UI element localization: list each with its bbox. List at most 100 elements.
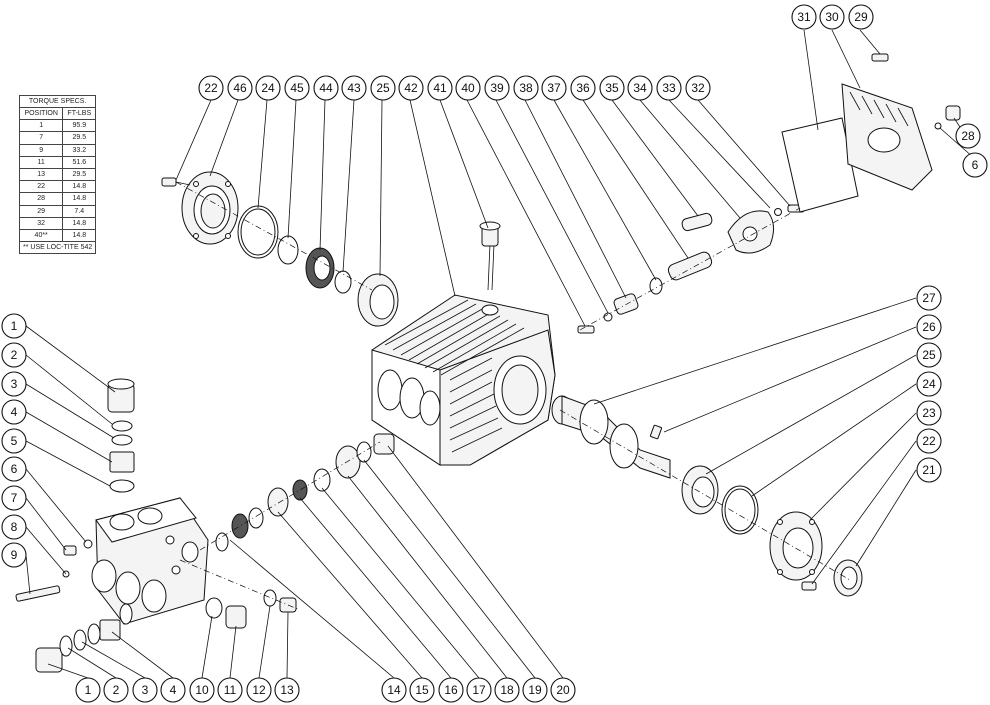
svg-text:23: 23 [922,406,936,420]
svg-text:26: 26 [922,320,936,334]
torque-table-row: 40**14.8 [18,228,97,243]
svg-text:21: 21 [922,463,936,477]
callout: 13 [274,677,300,703]
callout: 34 [627,75,653,101]
callout: 31 [791,4,817,30]
svg-text:1: 1 [85,683,92,697]
callout: 2 [103,677,129,703]
callout: 33 [656,75,682,101]
callout: 43 [341,75,367,101]
svg-text:15: 15 [415,683,429,697]
callout: 21 [916,457,942,483]
connecting-rod-assembly [577,204,805,334]
callout: 14 [381,677,407,703]
valve-stack-bottom [35,603,133,673]
callout: 5 [1,428,27,454]
callout: 19 [522,677,548,703]
svg-text:22: 22 [204,81,218,95]
svg-text:24: 24 [922,377,936,391]
plunger-seal-stack [215,433,395,552]
svg-text:40: 40 [461,81,475,95]
svg-text:6: 6 [972,158,979,172]
callout: 25 [916,342,942,368]
svg-text:28: 28 [961,129,975,143]
svg-text:29: 29 [854,10,868,24]
callout: 11 [217,677,243,703]
svg-text:22: 22 [922,434,936,448]
svg-text:33: 33 [662,81,676,95]
svg-text:5: 5 [11,434,18,448]
svg-text:43: 43 [347,81,361,95]
svg-text:41: 41 [433,81,447,95]
callout: 28 [955,123,981,149]
svg-text:24: 24 [261,81,275,95]
svg-text:35: 35 [605,81,619,95]
callout: 36 [570,75,596,101]
right-bearing-group [681,465,863,597]
svg-text:2: 2 [11,348,18,362]
callout: 24 [255,75,281,101]
torque-value-cell: 14.8 [62,216,97,230]
callout: 41 [427,75,453,101]
callout: 1 [75,677,101,703]
callout: 29 [848,4,874,30]
svg-text:3: 3 [142,683,149,697]
svg-text:25: 25 [376,81,390,95]
callout: 35 [599,75,625,101]
torque-table-note: ** USE LOC-TITE 542 [18,241,97,255]
svg-text:4: 4 [11,405,18,419]
callout: 8 [1,514,27,540]
svg-text:30: 30 [825,10,839,24]
callout: 20 [550,677,576,703]
callout: 44 [313,75,339,101]
callout: 42 [398,75,424,101]
svg-text:34: 34 [633,81,647,95]
pump-manifold [91,497,209,625]
callout: 1 [1,313,27,339]
svg-text:17: 17 [472,683,486,697]
left-bearing-cover [181,171,239,245]
svg-text:44: 44 [319,81,333,95]
torque-position-cell: 22 [18,180,64,194]
callout: 4 [1,399,27,425]
manifold-bolts [15,539,93,602]
svg-text:14: 14 [387,683,401,697]
svg-text:1: 1 [11,319,18,333]
callout: 37 [541,75,567,101]
callout: 22 [916,428,942,454]
crankcase-body [371,294,556,466]
svg-text:3: 3 [11,377,18,391]
callout-bubbles: 22 46 24 45 44 43 25 42 41 40 39 38 37 3… [1,4,988,703]
callout: 38 [513,75,539,101]
callout: 12 [246,677,272,703]
svg-text:4: 4 [170,683,177,697]
snap-ring [334,270,352,294]
callout: 45 [284,75,310,101]
callout: 30 [819,4,845,30]
svg-text:20: 20 [556,683,570,697]
svg-text:2: 2 [113,683,120,697]
svg-text:31: 31 [797,10,811,24]
callout: 26 [916,314,942,340]
svg-text:32: 32 [691,81,705,95]
callout: 40 [455,75,481,101]
callout: 32 [685,75,711,101]
callout: 4 [160,677,186,703]
callout: 6 [962,152,988,178]
pump-parts-artwork [15,53,961,673]
callout: 7 [1,485,27,511]
svg-text:45: 45 [290,81,304,95]
svg-text:25: 25 [922,348,936,362]
svg-text:36: 36 [576,81,590,95]
svg-text:37: 37 [547,81,561,95]
callout: 22 [198,75,224,101]
callout-leader-lines [25,29,975,679]
svg-text:38: 38 [519,81,533,95]
callout: 10 [189,677,215,703]
callout: 17 [466,677,492,703]
callout: 3 [1,371,27,397]
callout: 25 [370,75,396,101]
